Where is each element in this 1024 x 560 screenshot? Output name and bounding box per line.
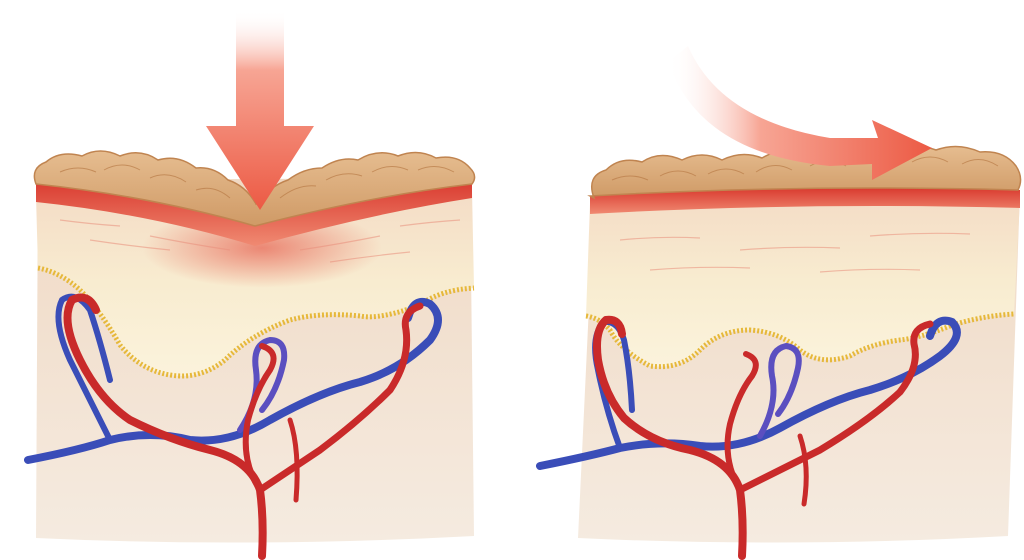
pressure-panel <box>28 10 475 556</box>
shear-panel <box>540 46 1021 556</box>
